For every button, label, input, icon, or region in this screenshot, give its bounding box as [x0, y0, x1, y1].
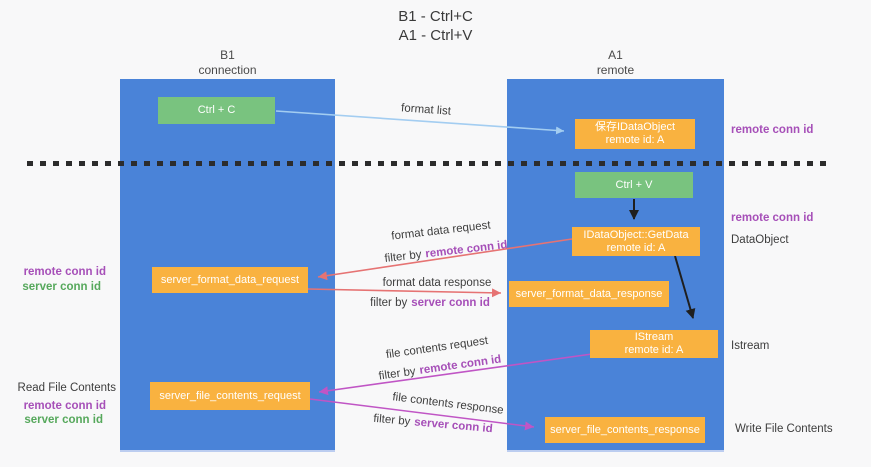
ctrl-v-label: Ctrl + V: [615, 178, 653, 191]
ctrl-v-box: Ctrl + V: [575, 172, 693, 198]
idataobject-getdata-box: IDataObject::GetData remote id: A: [572, 227, 700, 256]
server-file-contents-request-box: server_file_contents_request: [150, 382, 310, 410]
remote-conn-id-text: remote conn id: [418, 353, 502, 377]
istream-line1: IStream: [634, 331, 674, 343]
dataobject-label: DataObject: [731, 234, 789, 246]
session-divider-dashed-line: [27, 161, 832, 166]
read-file-contents-label: Read File Contents: [17, 382, 116, 394]
left-server-conn-id-label-1: server conn id: [22, 281, 101, 293]
server-format-data-response-label: server_format_data_response: [515, 287, 663, 300]
format-data-response-arrow: [307, 288, 502, 298]
server-conn-id-text: server conn id: [411, 297, 490, 309]
format-data-request-label: format data request: [390, 219, 492, 243]
save-idataobject-box: 保存IDataObject remote id: A: [575, 119, 695, 149]
filter-by-text: filter by: [370, 297, 408, 309]
right-remote-conn-id-label-2: remote conn id: [731, 212, 814, 224]
title-line-2: A1 - Ctrl+V: [398, 27, 473, 44]
lifeline-b1-subtitle: connection: [198, 63, 257, 77]
ctrl-c-label: Ctrl + C: [197, 104, 236, 116]
getdata-line2: remote id: A: [606, 241, 666, 254]
server-format-data-response-box: server_format_data_response: [509, 281, 669, 307]
server-format-data-request-box: server_format_data_request: [152, 267, 308, 293]
filter-by-text: filter by: [372, 412, 411, 428]
lifeline-header-a1: A1 remote: [507, 48, 724, 78]
istream-line2: remote id: A: [624, 344, 684, 356]
format-data-response-label: format data response: [382, 277, 492, 289]
lifeline-a1-name: A1: [608, 48, 623, 62]
format-list-label: format list: [400, 102, 452, 118]
left-remote-conn-id-label-2: remote conn id: [23, 400, 106, 412]
lifeline-b1-name: B1: [220, 48, 235, 62]
left-server-conn-id-label-2: server conn id: [24, 414, 103, 426]
file-contents-response-label: file contents response: [391, 391, 505, 417]
server-file-contents-response-label: server_file_contents_response: [550, 423, 700, 436]
server-file-contents-response-box: server_file_contents_response: [545, 417, 705, 443]
lifeline-a1-subtitle: remote: [596, 63, 635, 77]
lifeline-header-b1: B1 connection: [120, 48, 335, 78]
filter-by-text: filter by: [383, 248, 423, 265]
server-conn-id-text: server conn id: [413, 416, 494, 436]
filter-by-text: filter by: [378, 365, 417, 383]
save-idataobject-line2: remote id: A: [605, 134, 665, 146]
server-file-contents-request-label: server_file_contents_request: [159, 389, 301, 402]
server-format-data-request-label: server_format_data_request: [160, 273, 300, 286]
title-line-1: B1 - Ctrl+C: [398, 8, 473, 25]
left-remote-conn-id-label-1: remote conn id: [23, 266, 106, 278]
diagram-title: B1 - Ctrl+C A1 - Ctrl+V: [0, 7, 871, 45]
istream-side-label: Istream: [731, 340, 770, 352]
ctrl-c-box: Ctrl + C: [158, 97, 275, 124]
right-remote-conn-id-label-1: remote conn id: [731, 124, 814, 136]
istream-box: IStream remote id: A: [590, 330, 718, 358]
save-idataobject-line1: 保存IDataObject: [594, 121, 676, 133]
remote-conn-id-text: remote conn id: [424, 239, 509, 261]
getdata-line1: IDataObject::GetData: [583, 228, 689, 241]
write-file-contents-label: Write File Contents: [735, 423, 833, 435]
